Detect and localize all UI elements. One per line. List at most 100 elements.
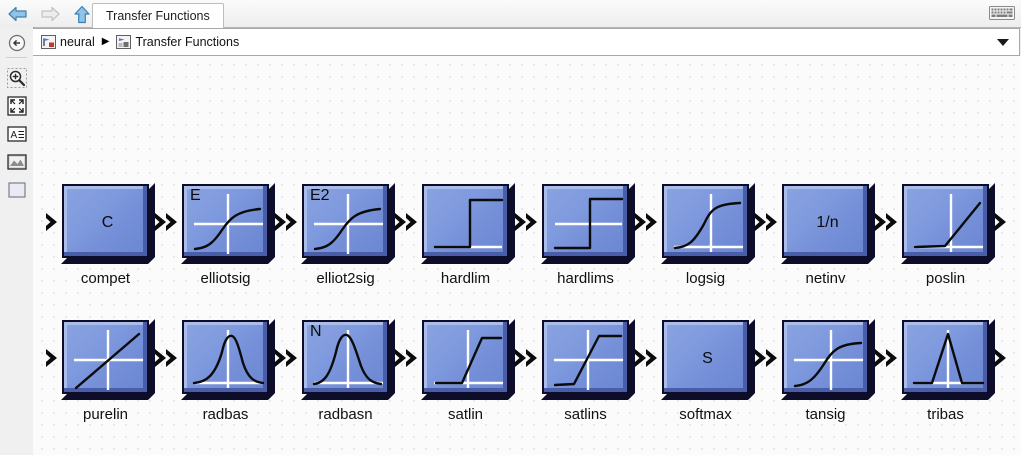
zoom-in-icon[interactable] bbox=[6, 67, 28, 89]
input-port[interactable] bbox=[525, 212, 539, 232]
port-arrow-icon bbox=[286, 349, 297, 367]
port-arrow-icon bbox=[875, 213, 886, 231]
block-bevel-right bbox=[743, 186, 747, 256]
block-body[interactable] bbox=[542, 184, 629, 258]
block-bevel-right bbox=[743, 322, 747, 392]
block-bevel-bottom bbox=[544, 388, 627, 392]
output-port[interactable] bbox=[394, 348, 408, 368]
back-button[interactable] bbox=[4, 3, 32, 25]
port-arrow-icon bbox=[526, 349, 537, 367]
port-arrow-icon bbox=[886, 213, 897, 231]
block-body[interactable] bbox=[782, 320, 869, 394]
text-annotation-icon[interactable]: A bbox=[6, 123, 28, 145]
block-body[interactable]: N bbox=[302, 320, 389, 394]
block-corner-label: E2 bbox=[310, 187, 330, 204]
output-port[interactable] bbox=[634, 212, 648, 232]
input-port[interactable] bbox=[285, 348, 299, 368]
chevron-down-icon[interactable] bbox=[997, 39, 1009, 46]
block-body[interactable]: S bbox=[662, 320, 749, 394]
input-port[interactable] bbox=[165, 212, 179, 232]
input-port[interactable] bbox=[885, 348, 899, 368]
block-shadow-bottom bbox=[301, 258, 394, 264]
block-glyph: S bbox=[702, 350, 713, 367]
input-port[interactable] bbox=[165, 348, 179, 368]
block-body[interactable]: E bbox=[182, 184, 269, 258]
block-shadow-bottom bbox=[421, 394, 514, 400]
keyboard-icon[interactable] bbox=[989, 6, 1015, 20]
input-port[interactable] bbox=[405, 212, 419, 232]
output-port[interactable] bbox=[754, 348, 768, 368]
output-port[interactable] bbox=[994, 348, 1008, 368]
output-port[interactable] bbox=[994, 212, 1008, 232]
output-port[interactable] bbox=[154, 348, 168, 368]
block-body[interactable] bbox=[902, 184, 989, 258]
block-label: satlin bbox=[447, 406, 484, 423]
block-body[interactable]: E2 bbox=[302, 184, 389, 258]
area-annotation-icon[interactable] bbox=[6, 179, 28, 201]
block-bevel-bottom bbox=[424, 252, 507, 256]
library-icon bbox=[41, 35, 56, 49]
block-bevel-right bbox=[503, 186, 507, 256]
input-port[interactable] bbox=[525, 348, 539, 368]
input-port[interactable] bbox=[405, 348, 419, 368]
block-graph-tansig bbox=[793, 330, 863, 390]
block-body[interactable] bbox=[182, 320, 269, 394]
input-port[interactable] bbox=[45, 348, 59, 368]
output-port[interactable] bbox=[514, 212, 528, 232]
input-port[interactable] bbox=[645, 348, 659, 368]
block-body[interactable] bbox=[542, 320, 629, 394]
port-arrow-icon bbox=[995, 213, 1006, 231]
output-port[interactable] bbox=[874, 212, 888, 232]
output-port[interactable] bbox=[634, 348, 648, 368]
block-body[interactable] bbox=[422, 184, 509, 258]
breadcrumb-item-transfer-functions[interactable]: Transfer Functions bbox=[114, 35, 241, 49]
back-to-library-icon[interactable] bbox=[6, 32, 28, 54]
port-arrow-icon bbox=[275, 349, 286, 367]
block-bevel-bottom bbox=[64, 388, 147, 392]
output-port[interactable] bbox=[274, 348, 288, 368]
block-bevel-bottom bbox=[904, 388, 987, 392]
block-label: tansig bbox=[805, 406, 846, 423]
fit-to-view-icon[interactable] bbox=[6, 95, 28, 117]
block-body[interactable] bbox=[62, 320, 149, 394]
block-bevel-bottom bbox=[664, 252, 747, 256]
input-port[interactable] bbox=[885, 212, 899, 232]
block-graph-satlins bbox=[553, 330, 623, 390]
block-body[interactable]: C bbox=[62, 184, 149, 258]
block-body[interactable] bbox=[422, 320, 509, 394]
tab-transfer-functions[interactable]: Transfer Functions bbox=[92, 3, 224, 28]
port-arrow-icon bbox=[515, 213, 526, 231]
block-graph-poslin bbox=[913, 194, 983, 252]
block-body[interactable] bbox=[902, 320, 989, 394]
output-port[interactable] bbox=[514, 348, 528, 368]
output-port[interactable] bbox=[394, 212, 408, 232]
breadcrumb-item-neural[interactable]: neural bbox=[39, 35, 97, 49]
output-port[interactable] bbox=[154, 212, 168, 232]
input-port[interactable] bbox=[285, 212, 299, 232]
input-port[interactable] bbox=[645, 212, 659, 232]
block-bevel-right bbox=[143, 322, 147, 392]
block-bevel-right bbox=[503, 322, 507, 392]
port-arrow-icon bbox=[646, 213, 657, 231]
block-body[interactable] bbox=[662, 184, 749, 258]
image-annotation-icon[interactable] bbox=[6, 151, 28, 173]
block-shadow-bottom bbox=[61, 258, 154, 264]
block-label: elliotsig bbox=[200, 270, 251, 287]
input-port[interactable] bbox=[765, 348, 779, 368]
block-bevel-bottom bbox=[784, 388, 867, 392]
block-bevel-bottom bbox=[904, 252, 987, 256]
up-button[interactable] bbox=[68, 3, 96, 25]
block-graph-radbas bbox=[192, 330, 265, 388]
output-port[interactable] bbox=[274, 212, 288, 232]
block-label: radbas bbox=[202, 406, 249, 423]
port-arrow-icon bbox=[755, 213, 766, 231]
input-port[interactable] bbox=[45, 212, 59, 232]
block-body[interactable]: 1/n bbox=[782, 184, 869, 258]
block-bevel-bottom bbox=[544, 252, 627, 256]
output-port[interactable] bbox=[754, 212, 768, 232]
block-shadow-bottom bbox=[541, 394, 634, 400]
output-port[interactable] bbox=[874, 348, 888, 368]
input-port[interactable] bbox=[765, 212, 779, 232]
breadcrumb-label: neural bbox=[60, 35, 95, 49]
